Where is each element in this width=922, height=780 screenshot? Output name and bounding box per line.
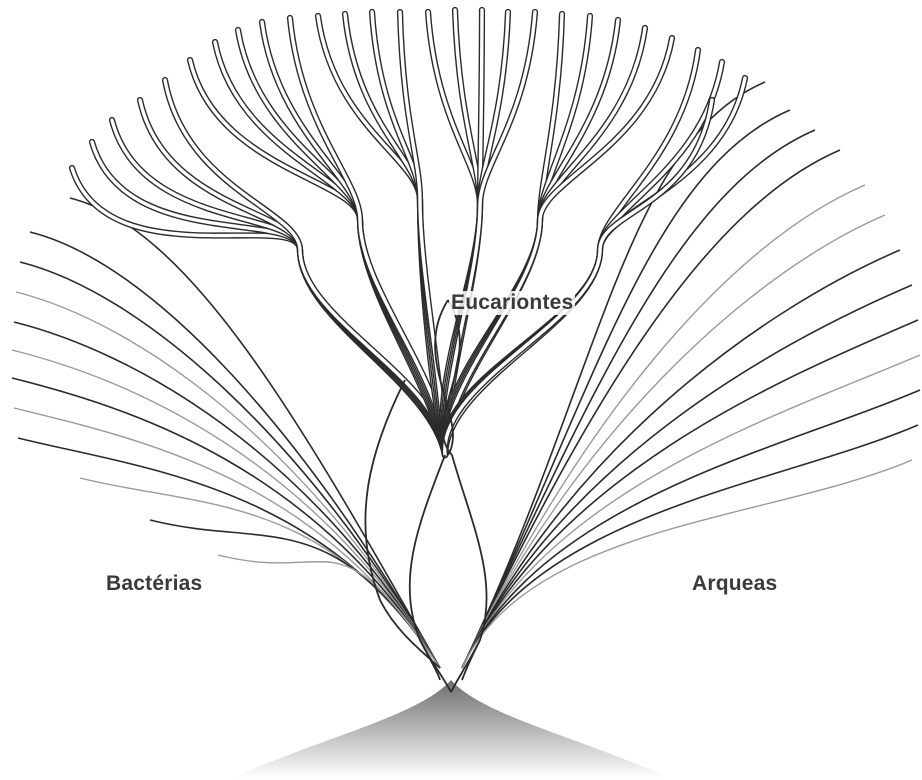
eukaryote-branches <box>72 10 745 455</box>
bacteria-lineage-line <box>12 350 440 668</box>
trunk-line <box>452 455 487 680</box>
archaea-lineage-line <box>462 215 885 668</box>
trunk-line <box>451 640 480 692</box>
bacteria-lineage-line <box>12 378 440 668</box>
archaea-lineage-line <box>462 150 840 668</box>
eukaryote-branch-outline <box>445 100 712 455</box>
archaea-lineage-line <box>462 355 920 668</box>
bacteria-lineage-line <box>18 438 440 668</box>
bacteria-lineage-line <box>20 262 440 668</box>
eukaryote-branch-fill <box>112 120 445 455</box>
bacteria-lineage-line <box>16 292 440 668</box>
archaea-lineage-line <box>462 425 918 668</box>
eukaryotes-label: Eucariontes <box>449 291 575 315</box>
bacteria-lineage-line <box>14 408 440 668</box>
eukaryote-branch-fill <box>445 100 712 455</box>
trunk-line <box>420 640 451 692</box>
archaea-lineage-line <box>462 320 918 668</box>
archaea-label: Arqueas <box>692 572 777 596</box>
root-trunk <box>232 680 670 778</box>
bacteria-lineage-line <box>14 322 440 668</box>
eukaryote-branch-outline <box>112 120 445 455</box>
bacteria-lineages <box>12 198 440 668</box>
bacteria-label: Bactérias <box>106 572 202 596</box>
